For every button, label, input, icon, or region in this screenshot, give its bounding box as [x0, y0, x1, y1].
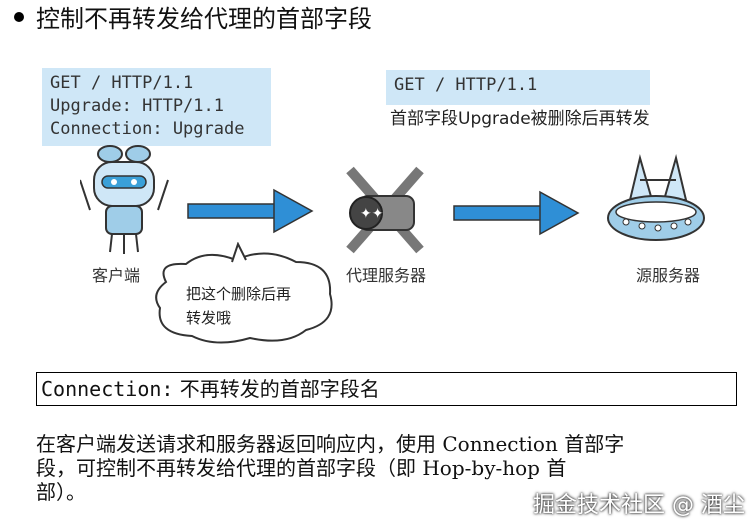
label-client: 客户端 [92, 266, 141, 285]
bubble-line-1: 把这个删除后再 [186, 285, 292, 303]
proxy-request-box: GET / HTTP/1.1 [386, 70, 650, 105]
robot-client-icon [80, 145, 169, 254]
bubble-text: 把这个删除后再转发哦 [186, 282, 291, 330]
request-line-1: GET / HTTP/1.1 [50, 73, 194, 93]
watermark: 掘金技术社区 @ 酒尘 [533, 493, 745, 518]
label-server: 源服务器 [636, 266, 701, 285]
right-arrow-icon [187, 188, 314, 234]
label-proxy: 代理服务器 [346, 266, 427, 285]
description-paragraph: 在客户端发送请求和服务器返回响应内，使用 Connection 首部字 段，可控… [36, 432, 736, 504]
proxy-caption: 首部字段Upgrade被删除后再转发 [390, 109, 650, 129]
page-heading: 控制不再转发给代理的首部字段 [36, 5, 372, 33]
field-definition-box: Connection: 不再转发的首部字段名 [36, 372, 737, 406]
proxy-request-line-1: GET / HTTP/1.1 [394, 75, 538, 95]
right-arrow-icon-2 [453, 190, 580, 236]
field-name: Connection: [41, 377, 174, 401]
field-desc: 不再转发的首部字段名 [173, 377, 380, 401]
proxy-server-icon: ✦✦ [346, 166, 424, 254]
request-line-2: Upgrade: HTTP/1.1 [50, 96, 224, 116]
para-line-3: 部）。 [36, 480, 86, 504]
para-line-1: 在客户端发送请求和服务器返回响应内，使用 Connection 首部字 [36, 432, 625, 456]
svg-text:✦✦: ✦✦ [360, 206, 384, 222]
bubble-line-2: 转发哦 [186, 309, 232, 327]
para-line-2: 段，可控制不再转发给代理的首部字段（即 Hop-by-hop 首 [36, 456, 567, 480]
origin-server-icon [607, 154, 705, 241]
request-line-3: Connection: Upgrade [50, 119, 245, 139]
bullet-dot [14, 12, 24, 22]
speech-bubble-icon [155, 242, 333, 344]
